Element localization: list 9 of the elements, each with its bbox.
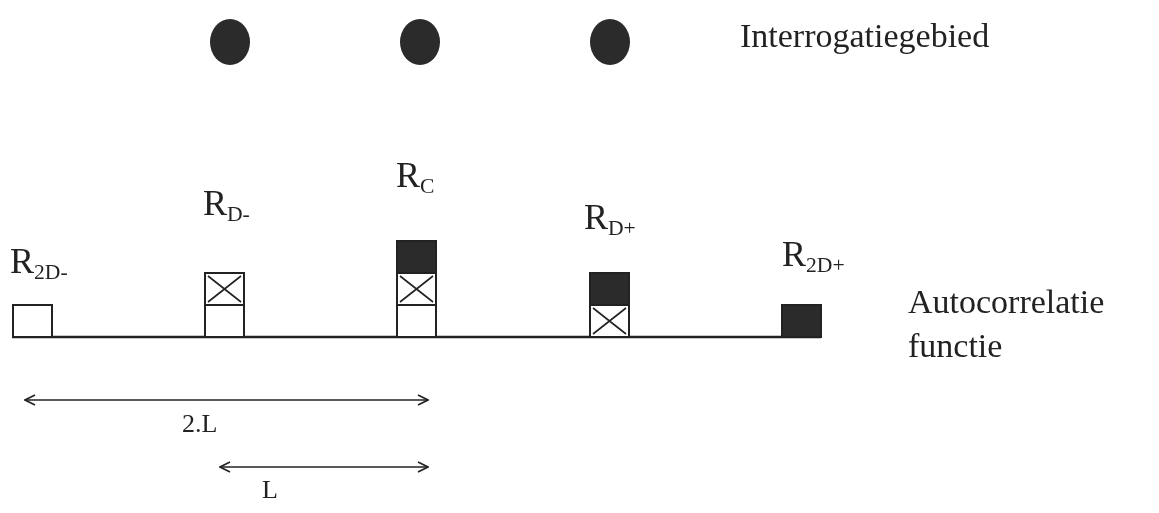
peak-label: R$_{C}$ bbox=[396, 154, 435, 201]
peak-label: R$_{2D-}$ bbox=[10, 240, 68, 287]
peak-label: R$_{D-}$ bbox=[203, 182, 250, 229]
dimension-label: 2.L bbox=[182, 408, 218, 440]
dimension-label: L bbox=[262, 474, 278, 506]
peak-label: R$_{2D+}$ bbox=[782, 233, 845, 280]
peak-label: R$_{D+}$ bbox=[584, 196, 636, 243]
region-label: Interrogatiegebied bbox=[740, 16, 990, 56]
axis-label: Autocorrelatie functie bbox=[908, 282, 1106, 367]
